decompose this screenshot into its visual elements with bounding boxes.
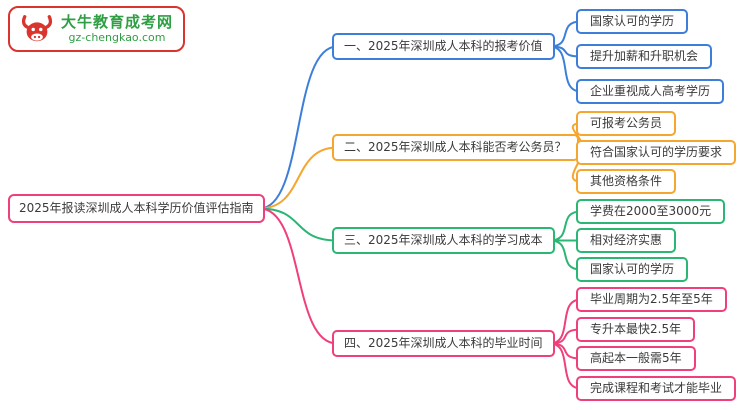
branch-topic-4: 四、2025年深圳成人本科的毕业时间: [332, 330, 555, 357]
leaf-topic: 高起本一般需5年: [576, 346, 696, 371]
leaf-topic: 国家认可的学历: [576, 9, 689, 34]
leaf-topic: 学费在2000至3000元: [576, 199, 726, 224]
site-logo: 大牛教育成考网 gz-chengkao.com: [8, 6, 186, 52]
leaf-topic: 符合国家认可的学历要求: [576, 140, 737, 165]
leaf-topic: 完成课程和考试才能毕业: [576, 376, 737, 401]
logo-title: 大牛教育成考网: [61, 13, 174, 32]
branch-topic-2: 二、2025年深圳成人本科能否考公务员？: [332, 134, 579, 161]
bull-logo-icon: [20, 12, 54, 46]
leaf-topic: 其他资格条件: [576, 169, 677, 194]
logo-domain: gz-chengkao.com: [68, 31, 166, 45]
leaf-topic: 提升加薪和升职机会: [576, 44, 713, 69]
leaf-topic: 企业重视成人高考学历: [576, 79, 725, 104]
logo-text: 大牛教育成考网 gz-chengkao.com: [61, 13, 173, 44]
leaf-topic: 专升本最快2.5年: [576, 317, 696, 342]
branch-topic-3: 三、2025年深圳成人本科的学习成本: [332, 227, 555, 254]
leaf-topic: 可报考公务员: [576, 111, 677, 136]
leaf-topic: 毕业周期为2.5年至5年: [576, 287, 727, 312]
leaf-topic: 相对经济实惠: [576, 228, 677, 253]
leaf-topic: 国家认可的学历: [576, 257, 689, 282]
root-topic: 2025年报读深圳成人本科学历价值评估指南: [8, 194, 265, 223]
branch-topic-1: 一、2025年深圳成人本科的报考价值: [332, 33, 555, 60]
